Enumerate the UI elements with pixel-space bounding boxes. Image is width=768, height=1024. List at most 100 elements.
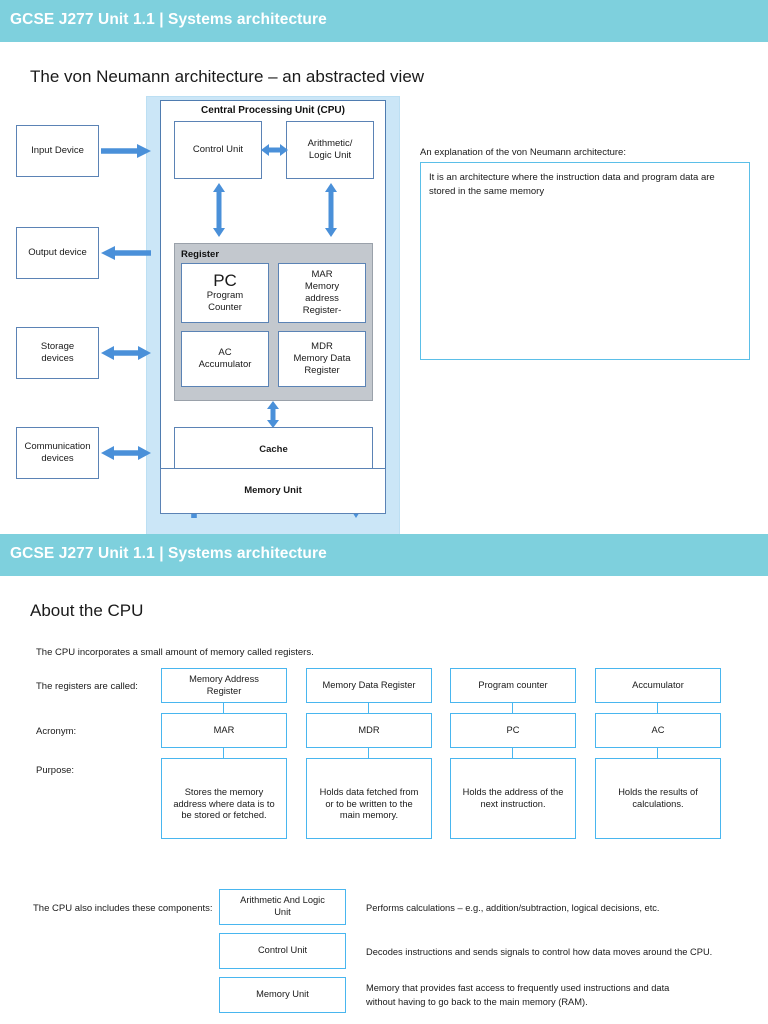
accumulator-box: AC Accumulator [181, 331, 269, 387]
alu-label-line1: Arithmetic/ [307, 138, 353, 150]
alu-label-line2: Logic Unit [308, 150, 352, 161]
register-name-box-4: Accumulator [595, 668, 721, 703]
register-acronym-box-2: MDR [306, 713, 432, 748]
cu-alu-arrow [261, 141, 288, 159]
cpu-label: Central Processing Unit (CPU) [201, 105, 345, 116]
output-device-arrow [101, 246, 151, 260]
input-device-arrow [101, 144, 151, 158]
register-acronym-box-4: AC [595, 713, 721, 748]
component-alu-line2: Unit [274, 907, 291, 917]
mdr-line2: Memory Data [293, 353, 351, 365]
register-purpose-3-line1: Holds the address of the [462, 786, 564, 797]
register-cache-arrow [265, 401, 281, 428]
von-neumann-diagram: Central Processing Unit (CPU) Control Un… [0, 44, 768, 565]
register-purpose-4-line1: Holds the results of [618, 786, 698, 797]
storage-devices-label-line1: Storage [40, 341, 75, 353]
component-desc-memory-unit: Memory that provides fast access to freq… [366, 982, 706, 1010]
storage-devices-label-line2: devices [41, 353, 74, 364]
component-box-alu: Arithmetic And Logic Unit [219, 889, 346, 925]
cache-label: Cache [259, 444, 288, 456]
register-name-3-line1: Program counter [478, 679, 548, 690]
mdr-line3: Register [304, 364, 340, 376]
output-device-box: Output device [16, 227, 99, 279]
input-device-box: Input Device [16, 125, 99, 177]
register-label: Register [181, 249, 220, 260]
register-purpose-2-line2: or to be written to the [325, 798, 413, 809]
component-memory-unit-desc-line1: Memory that provides fast access to freq… [366, 983, 670, 993]
memory-unit-label: Memory Unit [244, 485, 302, 497]
register-purpose-2-line3: main memory. [339, 810, 399, 821]
cu-register-arrow [211, 183, 227, 237]
input-device-label: Input Device [31, 145, 84, 157]
component-alu-line1: Arithmetic And Logic [240, 895, 325, 906]
mar-line2: Memory [304, 281, 340, 293]
row-label-purpose: Purpose: [36, 765, 75, 776]
register-purpose-1-line2: address where data is to [173, 798, 275, 809]
register-purpose-box-3: Holds the address of the next instructio… [450, 758, 576, 839]
register-acronym-box-1: MAR [161, 713, 287, 748]
slide1-heading: The von Neumann architecture – an abstra… [30, 67, 425, 86]
explanation-label: An explanation of the von Neumann archit… [420, 147, 626, 158]
storage-devices-arrow [101, 346, 151, 360]
register-name-1-line1: Memory Address [189, 673, 259, 684]
register-purpose-1-line1: Stores the memory [184, 787, 264, 798]
control-unit-box: Control Unit [174, 121, 262, 179]
component-desc-alu: Performs calculations – e.g., addition/s… [366, 903, 660, 913]
connector-1b [223, 748, 224, 758]
connector-1a [223, 703, 224, 713]
register-purpose-box-1: Stores the memory address where data is … [161, 758, 287, 839]
register-purpose-1-line3: be stored or fetched. [181, 810, 267, 821]
component-box-memory-unit: Memory Unit [219, 977, 346, 1013]
connector-2a [368, 703, 369, 713]
register-name-4-line1: Accumulator [632, 679, 684, 690]
component-memory-unit-desc-line2: without having to go back to the main me… [366, 996, 588, 1007]
output-device-label: Output device [28, 247, 87, 259]
row-label-acronyms: Acronym: [36, 726, 77, 737]
components-label: The CPU also includes these components: [33, 903, 213, 914]
alu-register-arrow [323, 183, 339, 237]
register-acronym-2: MDR [358, 724, 380, 735]
connector-4b [657, 748, 658, 758]
component-memory-unit-label: Memory Unit [256, 989, 309, 1000]
row-label-names: The registers are called: [36, 681, 138, 692]
program-counter-box: PC Program Counter [181, 263, 269, 323]
register-purpose-2-line1: Holds data fetched from [319, 787, 419, 798]
register-purpose-box-4: Holds the results of calculations. [595, 758, 721, 839]
register-acronym-box-3: PC [450, 713, 576, 748]
communication-devices-box: Communication devices [16, 427, 99, 479]
explanation-answer-text: It is an architecture where the instruct… [429, 172, 715, 197]
connector-3a [512, 703, 513, 713]
ac-line2: Accumulator [198, 359, 252, 370]
register-name-1-line2: Register [206, 685, 242, 696]
slide2-banner: GCSE J277 Unit 1.1 | Systems architectur… [0, 534, 768, 578]
connector-3b [512, 748, 513, 758]
communication-devices-label-line1: Communication [24, 441, 91, 453]
register-name-box-3: Program counter [450, 668, 576, 703]
pc-acronym: PC [213, 271, 237, 291]
connector-2b [368, 748, 369, 758]
mar-box: MAR Memory address Register- [278, 263, 366, 323]
memory-unit-box: Memory Unit [160, 468, 386, 514]
component-box-control-unit: Control Unit [219, 933, 346, 969]
component-desc-control-unit: Decodes instructions and sends signals t… [366, 947, 713, 957]
control-unit-label: Control Unit [192, 144, 244, 156]
explanation-answer-box[interactable] [420, 162, 750, 360]
register-purpose-4-line2: calculations. [632, 798, 684, 809]
register-name-box-1: Memory Address Register [161, 668, 287, 703]
register-acronym-1: MAR [213, 724, 235, 735]
mar-line4: Register- [302, 304, 342, 316]
mar-line3: address [305, 293, 339, 304]
storage-devices-box: Storage devices [16, 327, 99, 379]
communication-devices-arrow [101, 446, 151, 460]
mar-line1: MAR [311, 269, 333, 281]
register-purpose-3-line2: next instruction. [480, 798, 546, 809]
communication-devices-label-line2: devices [41, 453, 74, 464]
slide1-banner-title: GCSE J277 Unit 1.1 | Systems architectur… [10, 11, 327, 28]
mdr-line1: MDR [311, 341, 333, 353]
component-control-unit-label: Control Unit [257, 945, 308, 956]
register-name-box-2: Memory Data Register [306, 668, 432, 703]
register-name-2-line1: Memory Data Register [322, 679, 416, 690]
pc-name-line1: Program [206, 290, 244, 302]
register-acronym-3: PC [506, 724, 520, 735]
